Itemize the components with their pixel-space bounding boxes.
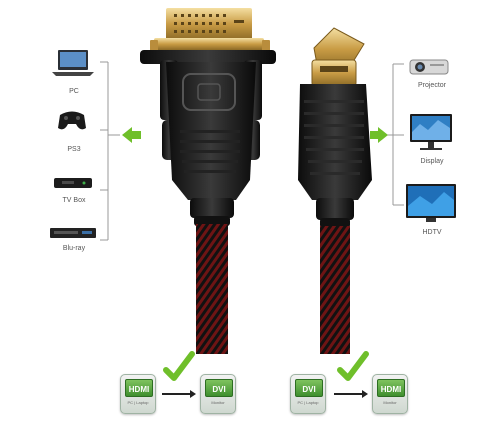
hdmi-cable bbox=[320, 226, 350, 354]
display-label-projector: Projector bbox=[417, 82, 446, 89]
dvi-cable bbox=[196, 224, 228, 354]
diagram-left-to-sub: Monitor bbox=[211, 400, 225, 405]
hdmi-port-icon: HDMI bbox=[125, 379, 153, 397]
diagram-right-to-sub: Monitor bbox=[383, 400, 397, 405]
hdtv-icon bbox=[406, 184, 456, 222]
diagram-right-arrow-icon bbox=[334, 390, 368, 398]
diagram-right-to-title: HDMI bbox=[380, 385, 402, 394]
right-check-icon bbox=[337, 351, 369, 381]
source-label-blu-ray: Blu-ray bbox=[62, 245, 86, 252]
diagram-left-to-title: DVI bbox=[212, 385, 226, 394]
diagram-left-from-box: HDMI PC | Laptop bbox=[120, 374, 156, 414]
tv-box-icon bbox=[54, 178, 92, 188]
hdmi-connector bbox=[298, 27, 372, 228]
source-label-tv-box: TV Box bbox=[62, 197, 86, 204]
source-label-ps3: PS3 bbox=[67, 146, 81, 153]
display-label-hdtv: HDTV bbox=[422, 229, 442, 236]
projector-icon bbox=[409, 59, 449, 75]
diagram-right-to-box: HDMI Monitor bbox=[372, 374, 408, 414]
diagram-left-from-sub: PC | Laptop bbox=[127, 400, 149, 405]
dvi-port-icon: DVI bbox=[205, 379, 233, 397]
laptop-icon bbox=[52, 50, 94, 76]
monitor-icon bbox=[410, 114, 452, 150]
diagram-left-to-box: DVI Monitor bbox=[200, 374, 236, 414]
right-arrow-icon bbox=[370, 127, 388, 143]
dvi-port-icon: DVI bbox=[295, 379, 323, 397]
blu-ray-player-icon bbox=[50, 228, 96, 238]
source-bracket bbox=[100, 61, 120, 241]
diagram-right-from-title: DVI bbox=[302, 385, 316, 394]
left-arrow-icon bbox=[122, 127, 141, 143]
diagram-right-from-sub: PC | Laptop bbox=[297, 400, 319, 405]
display-label-display: Display bbox=[420, 158, 444, 165]
source-label-pc: PC bbox=[69, 88, 79, 95]
left-check-icon bbox=[163, 351, 195, 381]
hdmi-port-icon: HDMI bbox=[377, 379, 405, 397]
diagram-right-from-box: DVI PC | Laptop bbox=[290, 374, 326, 414]
dvi-connector bbox=[140, 8, 276, 226]
diagram-left-arrow-icon bbox=[162, 390, 196, 398]
diagram-left-from-title: HDMI bbox=[128, 385, 150, 394]
gamepad-icon bbox=[58, 111, 86, 130]
